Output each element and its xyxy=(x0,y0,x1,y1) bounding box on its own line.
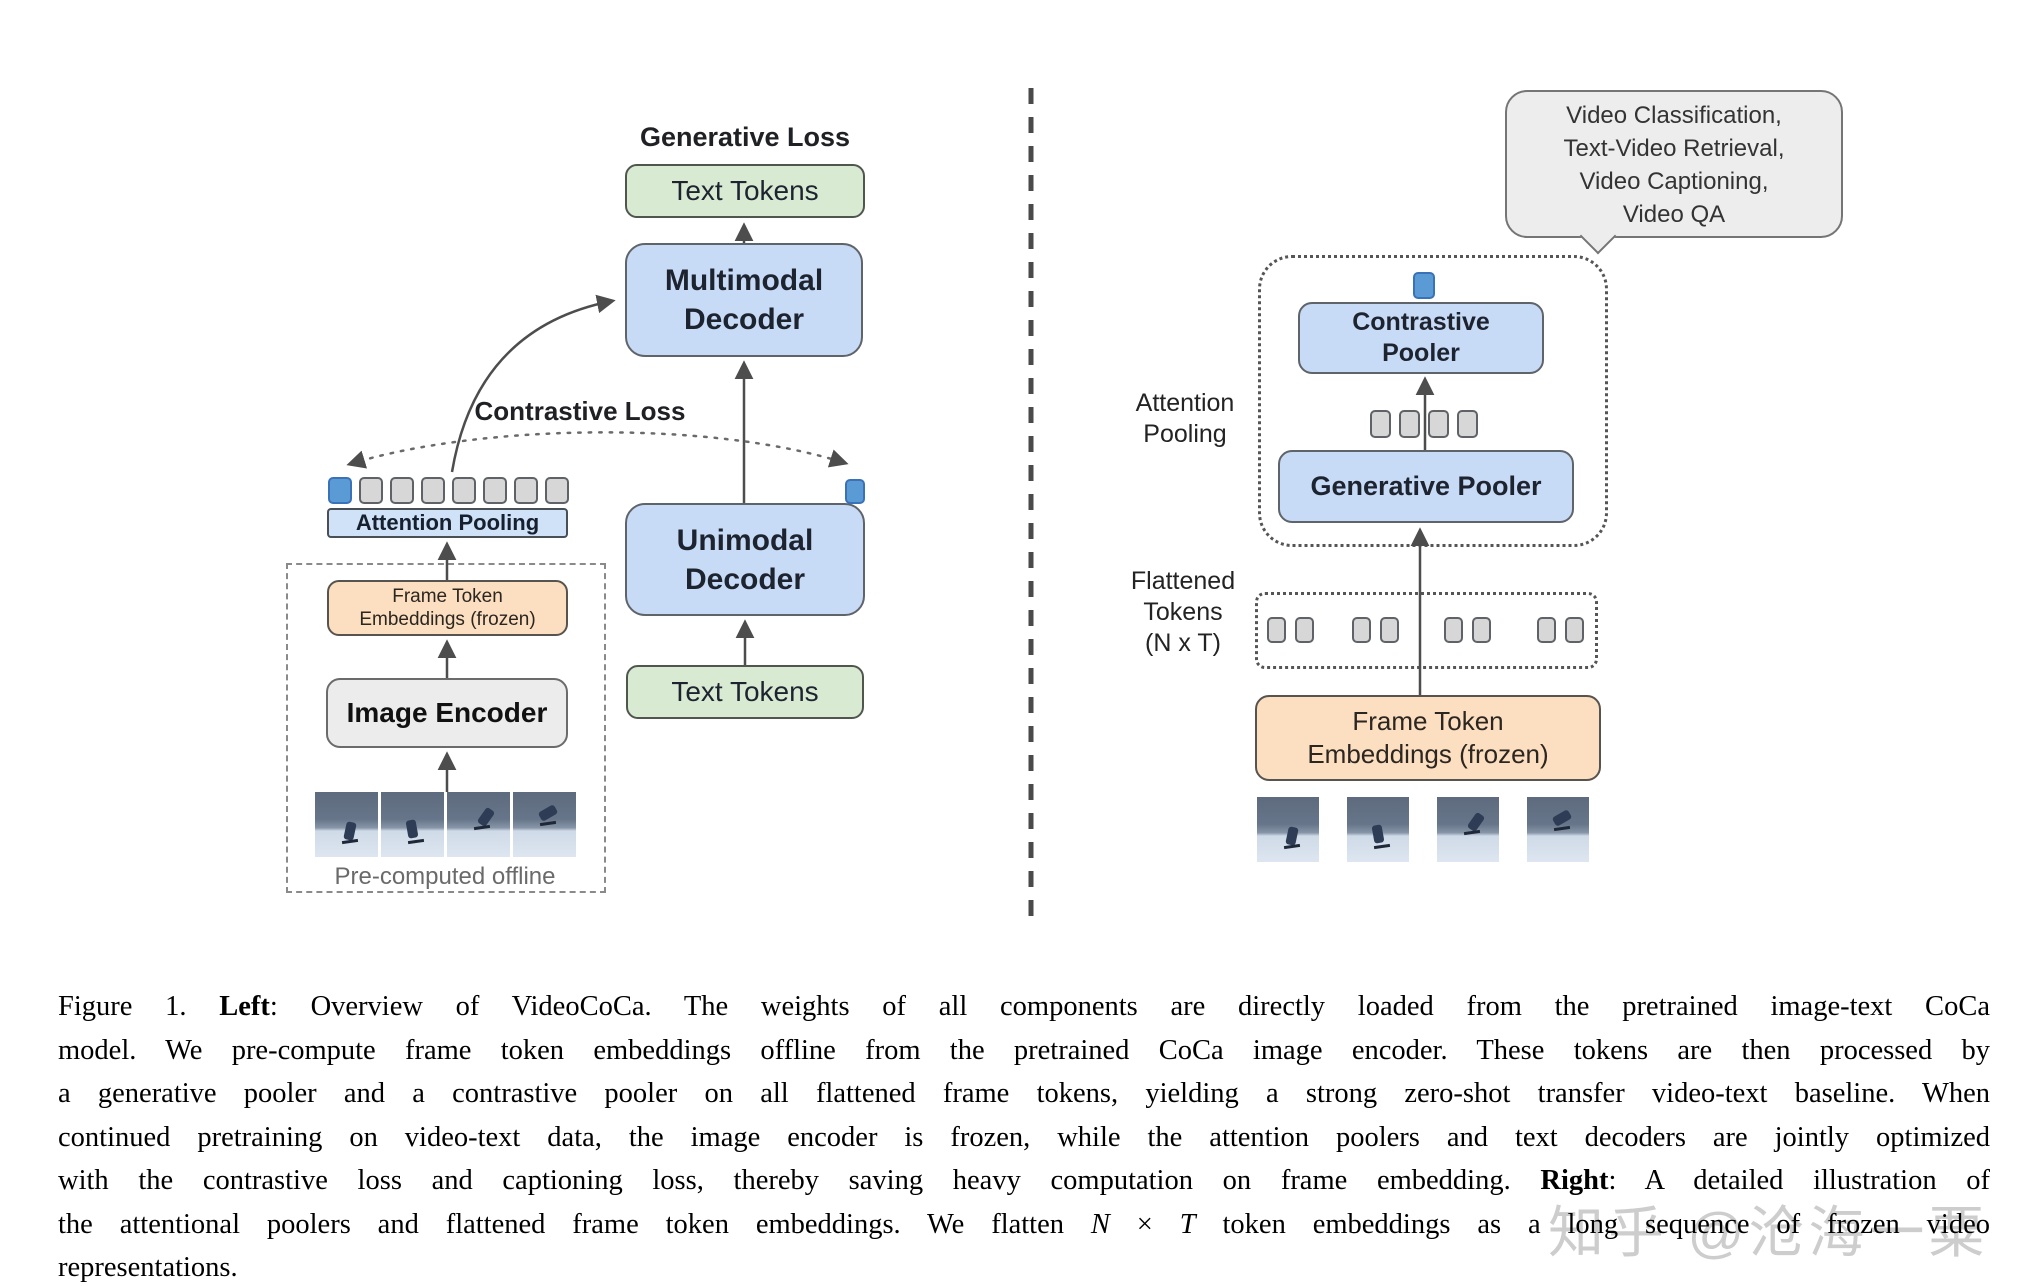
label-line: Flattened xyxy=(1130,567,1236,595)
label-line: Video QA xyxy=(1622,201,1726,228)
caption-text: × xyxy=(1109,1208,1180,1240)
caption-line: a generative pooler and a contrastive po… xyxy=(58,1072,1990,1116)
gray-token xyxy=(545,477,569,504)
contrastive-cls-token xyxy=(1413,272,1435,299)
caption-line: Figure 1. Left: Overview of VideoCoCa. T… xyxy=(58,985,1990,1029)
video-frame xyxy=(447,792,510,857)
attention-pooling-bar: Attention Pooling xyxy=(327,508,568,538)
gray-token xyxy=(1565,617,1584,643)
caption-text: Left xyxy=(219,991,270,1022)
blue-token xyxy=(328,477,352,504)
gray-token xyxy=(1370,410,1391,438)
gray-token xyxy=(1428,410,1449,438)
caption-line: representations. xyxy=(58,1246,1990,1286)
video-frame xyxy=(513,792,576,857)
text-cls-token xyxy=(845,479,865,504)
contrastive-pooler-box: Contrastive Pooler xyxy=(1298,302,1544,374)
gray-token xyxy=(1267,617,1286,643)
caption-line: with the contrastive loss and captioning… xyxy=(58,1159,1990,1203)
generative-loss-label: Generative Loss xyxy=(639,122,851,152)
gray-token xyxy=(1399,410,1420,438)
arrow-pooled-to-multimodal-curve xyxy=(450,294,616,473)
gray-token xyxy=(452,477,476,504)
gray-token xyxy=(483,477,507,504)
pooled-token-row xyxy=(328,477,569,504)
gray-token xyxy=(1295,617,1314,643)
blue-token xyxy=(1413,272,1435,299)
caption-text: representations. xyxy=(58,1252,238,1283)
gray-token xyxy=(1472,617,1491,643)
caption-line: model. We pre-compute frame token embedd… xyxy=(58,1029,1990,1073)
caption-text: the attentional poolers and flattened fr… xyxy=(58,1208,1091,1240)
contrastive-loss-label: Contrastive Loss xyxy=(474,396,686,426)
contrastive-loss-dotted-arc xyxy=(346,431,849,469)
unimodal-decoder-box: Unimodal Decoder xyxy=(625,503,865,616)
precomputed-offline-label: Pre-computed offline xyxy=(320,863,570,891)
task-bubble: Video Classification, Text-Video Retrieva… xyxy=(1505,90,1843,238)
label-line: (N x T) xyxy=(1145,629,1221,657)
caption-text: a generative pooler and a contrastive po… xyxy=(58,1078,1990,1109)
video-frame xyxy=(1527,797,1589,862)
caption-text: model. We pre-compute frame token embedd… xyxy=(58,1034,1990,1066)
video-frame xyxy=(315,792,378,857)
gray-token xyxy=(1380,617,1399,643)
gray-token xyxy=(1444,617,1463,643)
text-tokens-top-box: Text Tokens xyxy=(625,164,865,218)
label-line: Video Classification, xyxy=(1566,102,1782,129)
gray-token xyxy=(1537,617,1556,643)
caption-text: : A detailed illustration of xyxy=(1608,1165,1990,1196)
flattened-tokens-region xyxy=(1255,592,1598,669)
caption-text: with the contrastive loss and captioning… xyxy=(58,1165,1541,1196)
video-frames-right xyxy=(1257,797,1589,862)
label-line: Pooling xyxy=(1143,420,1227,448)
frame-token-embeddings-right-box: Frame Token Embeddings (frozen) xyxy=(1255,695,1601,781)
gray-token xyxy=(1457,410,1478,438)
flattened-token-group xyxy=(1537,617,1584,643)
gray-token xyxy=(1352,617,1371,643)
gray-token xyxy=(359,477,383,504)
watermark: 知乎 @沧海一粟 xyxy=(1548,1201,1989,1264)
label-line: Tokens xyxy=(1143,598,1223,626)
image-encoder-box: Image Encoder xyxy=(326,678,568,748)
caption-text: Figure 1. xyxy=(58,991,220,1022)
gray-token xyxy=(421,477,445,504)
caption-text: Right xyxy=(1540,1165,1609,1196)
gray-token xyxy=(514,477,538,504)
multimodal-decoder-box: Multimodal Decoder xyxy=(625,243,863,357)
label-line: Video Captioning, xyxy=(1579,168,1769,195)
caption-text: N xyxy=(1090,1208,1110,1240)
frame-token-embeddings-box: Frame Token Embeddings (frozen) xyxy=(327,580,568,636)
flattened-token-group xyxy=(1352,617,1399,643)
caption-text: token embeddings as a long sequence of f… xyxy=(1195,1208,1991,1240)
pooler-token-row xyxy=(1370,410,1478,438)
caption-text: : Overview of VideoCoCa. The weights of … xyxy=(269,991,1990,1022)
video-frames-left xyxy=(315,792,576,857)
label-line: Attention xyxy=(1135,389,1235,417)
caption-text: continued pretraining on video-text data… xyxy=(58,1121,1990,1153)
flattened-token-group xyxy=(1444,617,1491,643)
attention-pooling-region xyxy=(1258,255,1608,547)
generative-pooler-box: Generative Pooler xyxy=(1278,450,1574,523)
video-frame xyxy=(1437,797,1499,862)
gray-token xyxy=(390,477,414,504)
figure-caption: Figure 1. Left: Overview of VideoCoCa. T… xyxy=(58,985,1990,1286)
label-line: Text-Video Retrieval, xyxy=(1563,135,1785,162)
video-frame xyxy=(1257,797,1319,862)
flattened-token-group xyxy=(1267,617,1314,643)
caption-line: continued pretraining on video-text data… xyxy=(58,1116,1990,1160)
text-tokens-bottom-box: Text Tokens xyxy=(626,665,864,719)
video-frame xyxy=(381,792,444,857)
caption-line: the attentional poolers and flattened fr… xyxy=(58,1203,1990,1247)
video-frame xyxy=(1347,797,1409,862)
blue-token xyxy=(845,479,865,504)
caption-text: T xyxy=(1179,1208,1196,1240)
